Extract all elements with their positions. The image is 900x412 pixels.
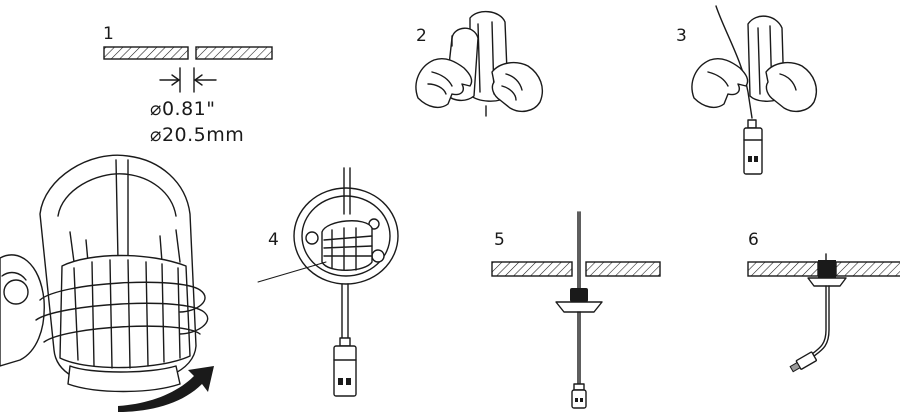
step-number-1: 1 <box>103 24 114 44</box>
ceiling-panel-right-6 <box>835 261 900 277</box>
hand-right-icon <box>491 61 544 113</box>
step1-figure <box>103 46 273 93</box>
callout-line <box>257 261 327 283</box>
ceiling-panel-right-5 <box>585 261 661 277</box>
step-number-4: 4 <box>268 230 279 250</box>
hand-left-icon-3 <box>691 58 749 109</box>
step2-figure <box>415 11 544 117</box>
step6-figure <box>747 253 900 373</box>
dimension-arrows <box>159 67 217 93</box>
step-number-6: 6 <box>748 230 759 250</box>
step-number-2: 2 <box>416 26 427 46</box>
step-number-5: 5 <box>494 230 505 250</box>
camera-module-step3 <box>743 119 763 175</box>
mount-plate-5 <box>555 301 603 313</box>
hole-diameter-mm: ⌀20.5mm <box>150 124 245 146</box>
ceiling-panel-left-6 <box>747 261 819 277</box>
cable-wrap-coils <box>39 281 206 313</box>
hand-right-icon-3 <box>765 61 818 113</box>
ceiling-panel-right <box>195 46 273 60</box>
camera-module-step4 <box>333 337 357 397</box>
step5-figure <box>491 211 661 409</box>
ceiling-panel-left-5 <box>491 261 573 277</box>
step-number-3: 3 <box>676 26 687 46</box>
grommet-closeup <box>0 154 214 412</box>
ceiling-panel-left <box>103 46 189 60</box>
step3-figure <box>691 5 818 175</box>
rotate-arrow-icon <box>118 366 214 412</box>
camera-module-step6 <box>789 351 817 373</box>
hand-left-icon <box>415 58 473 109</box>
step4-figure <box>257 167 399 397</box>
camera-module-step5 <box>571 383 587 409</box>
cable-step6 <box>811 285 827 355</box>
mount-plate-6 <box>807 277 847 287</box>
hole-diameter-inch: ⌀0.81" <box>150 98 216 120</box>
cable-step3 <box>715 5 753 119</box>
